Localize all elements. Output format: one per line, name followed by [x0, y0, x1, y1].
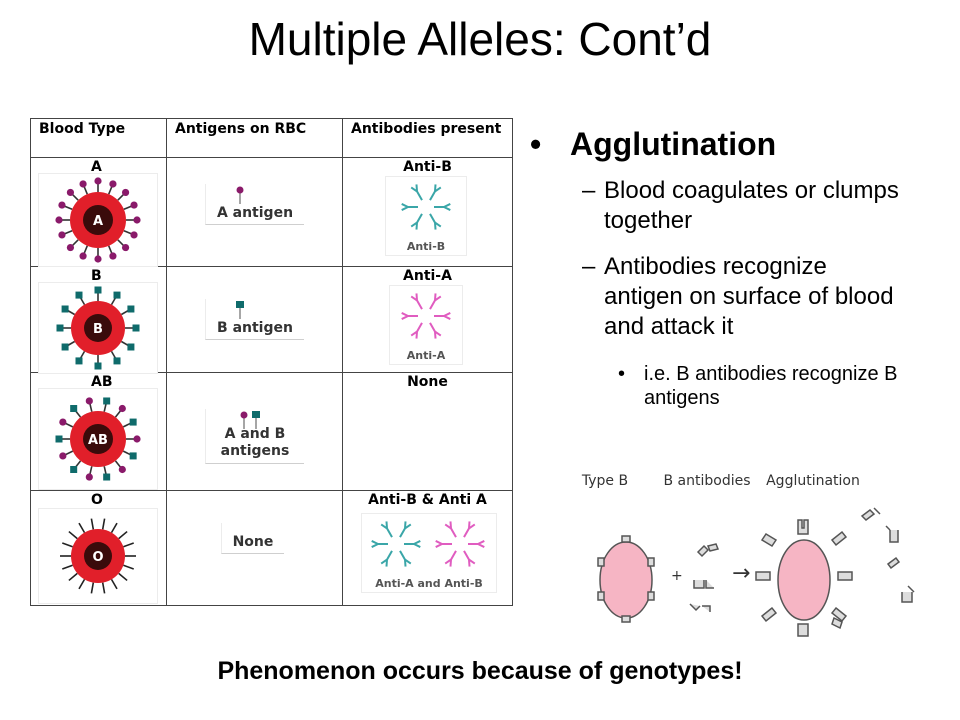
antibody-heading: Anti-A	[403, 268, 452, 284]
blood-type-cell: AB AB	[30, 372, 167, 491]
antibody-cell: Anti-B & Anti A Anti-A and Anti-B	[342, 490, 513, 606]
antigen-cell: A and B antigens	[166, 372, 343, 491]
plus-sign: +	[671, 568, 683, 584]
sub-point-text: Antibodies recognize antigen on surface …	[604, 253, 894, 340]
type-b-cell-icon	[597, 535, 655, 623]
antigen-card-label: None	[232, 534, 274, 550]
table-row-b: B B B antigen Anti-A Ant	[30, 266, 513, 373]
dash-icon: –	[582, 177, 596, 204]
antigen-card: A antigen	[205, 184, 304, 225]
antigen-cell: None	[166, 490, 343, 606]
blood-type-label: AB	[91, 374, 113, 390]
antigen-card: None	[221, 523, 284, 554]
rbc-o-label: O	[92, 550, 103, 565]
antibody-card: Anti-A and Anti-B	[361, 513, 497, 593]
antibody-heading: Anti-B	[403, 159, 452, 175]
antibody-heading: Anti-B & Anti A	[368, 492, 487, 508]
antibody-card-label: Anti-B	[406, 240, 446, 253]
rbc-b-icon: B	[39, 283, 157, 373]
table-header-row: Blood Type Antigens on RBC Antibodies pr…	[30, 118, 513, 158]
table-row-o: O O None Anti-B & Anti A	[30, 490, 513, 606]
bullet-dot-icon: •	[618, 363, 626, 385]
antigen-card-label: A and B antigens	[220, 426, 290, 459]
table-row-a: A A A antigen Anti-B Ant	[30, 157, 513, 267]
anti-b-antibodies-icon	[401, 184, 451, 230]
main-bullet-text: Agglutination	[570, 126, 777, 162]
header-antibodies: Antibodies present	[342, 118, 513, 158]
rbc-ab-icon: AB	[39, 389, 157, 489]
scattered-antibodies-icon	[831, 507, 915, 630]
agglutination-diagram: + →	[597, 507, 915, 637]
rbc-a-icon: A	[39, 174, 157, 266]
antibody-card-label: Anti-A	[406, 349, 446, 362]
antigen-card: A and B antigens	[205, 409, 304, 464]
footer-statement: Phenomenon occurs because of genotypes!	[217, 657, 743, 685]
anti-a-antibodies-icon	[401, 293, 451, 339]
blood-type-label: A	[91, 159, 102, 175]
figure-label-agglutination: Agglutination	[766, 473, 860, 489]
antibody-card-label: Anti-A and Anti-B	[375, 577, 483, 590]
rbc-a-label: A	[93, 214, 103, 229]
header-antigens: Antigens on RBC	[166, 118, 343, 158]
agglutination-figure: Type B B antibodies Agglutination + →	[566, 468, 940, 646]
antibody-cell: Anti-A Anti-A	[342, 266, 513, 373]
anti-a-and-anti-b-antibodies-icon	[371, 521, 485, 567]
antibody-cell: None	[342, 372, 513, 491]
antigen-card: B antigen	[205, 299, 304, 340]
figure-label-type-b: Type B	[581, 473, 629, 489]
agglutinated-cell-icon	[755, 519, 853, 637]
antigen-card-label: A antigen	[216, 205, 294, 221]
table-row-ab: AB AB A and B antigens None	[30, 372, 513, 491]
antigen-card-label: B antigen	[217, 320, 293, 336]
header-blood-type: Blood Type	[30, 118, 167, 158]
figure-label-b-antibodies: B antibodies	[663, 473, 751, 489]
rbc-o-icon: O	[39, 509, 157, 603]
free-antibodies-icon	[689, 543, 720, 612]
blood-type-label: O	[91, 492, 103, 508]
dash-icon: –	[582, 253, 596, 280]
antigen-cell: A antigen	[166, 157, 343, 267]
reaction-arrow-icon: →	[732, 561, 750, 586]
antibody-card: Anti-B	[385, 176, 467, 256]
blood-type-cell: O O	[30, 490, 167, 606]
slide-title: Multiple Alleles: Cont’d	[248, 13, 712, 65]
blood-type-table: Blood Type Antigens on RBC Antibodies pr…	[30, 118, 513, 606]
sub-sub-point-text: i.e. B antibodies recognize B antigens	[644, 363, 898, 409]
antibody-cell: Anti-B Anti-B	[342, 157, 513, 267]
rbc-b-label: B	[93, 322, 103, 337]
antigen-cell: B antigen	[166, 266, 343, 373]
rbc-ab-label: AB	[88, 433, 108, 448]
antibody-card: Anti-A	[389, 285, 463, 365]
sub-point-text: Blood coagulates or clumps together	[604, 177, 899, 234]
blood-type-cell: B B	[30, 266, 167, 373]
antibody-heading: None	[407, 374, 448, 390]
bullet-dot-icon: •	[530, 126, 542, 162]
blood-type-label: B	[91, 268, 102, 284]
blood-type-cell: A A	[30, 157, 167, 267]
